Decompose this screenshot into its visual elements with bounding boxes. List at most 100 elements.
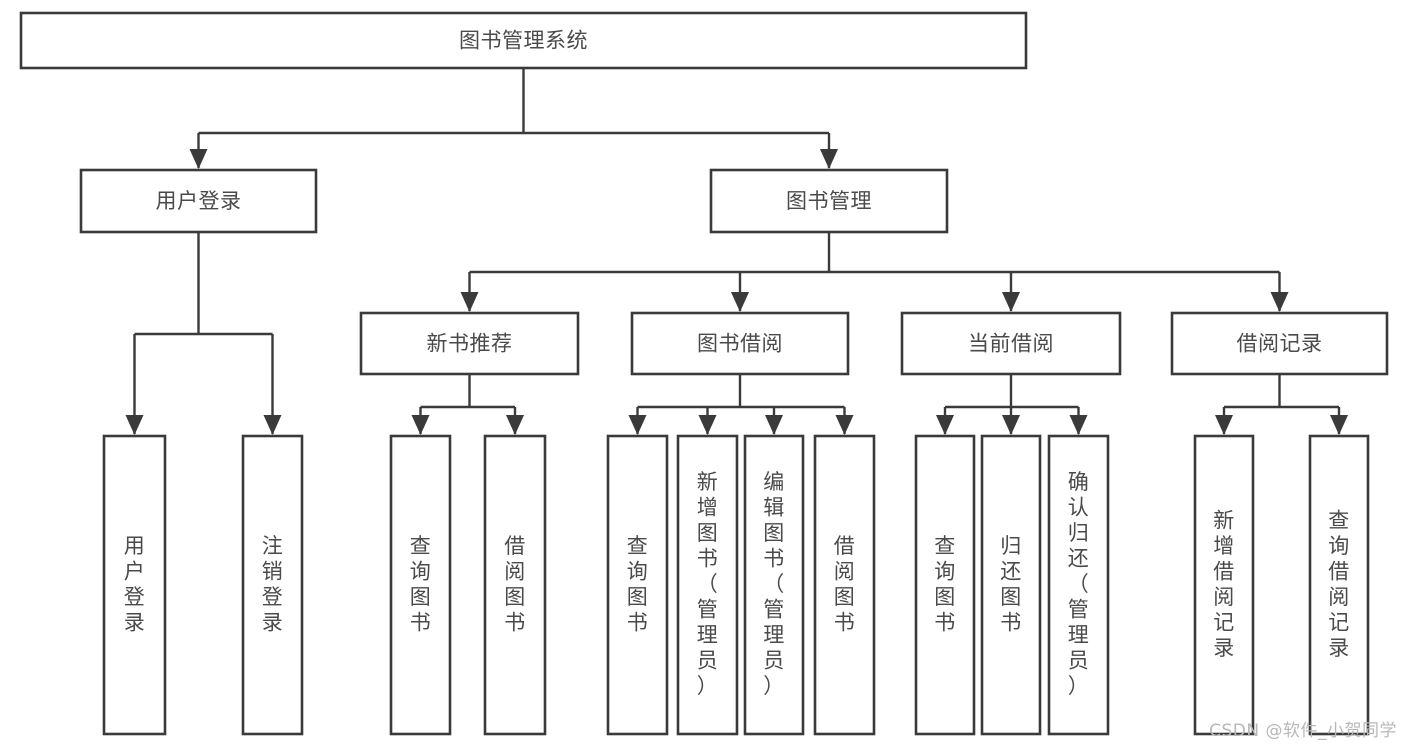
node-rect[interactable] [1308,434,1370,736]
arrow-head-icon [263,415,282,435]
node-new-book-rec[interactable]: 新书推荐 [359,311,580,376]
node-label: 用户登录 [156,189,242,213]
node-label-char: ） [763,674,785,698]
arrow-head-icon [1270,292,1289,312]
node-label-char: 理 [697,623,719,647]
node-label-char: 归 [1000,534,1022,558]
node-label-char: 图 [834,585,856,609]
node-rect[interactable] [743,434,805,736]
arrow-head-icon [506,415,524,435]
node-label-char: 理 [763,623,785,647]
node-root-system[interactable]: 图书管理系统 [19,11,1028,70]
node-label-char: ） [697,674,719,698]
node-label-char: 书 [504,610,526,634]
arrow-head-icon [936,415,954,435]
node-label-char: 登 [262,585,284,609]
node-label-char: 书 [627,610,649,634]
arrow-head-icon [1002,415,1020,435]
node-label-char: 管 [1068,598,1090,622]
node-rect[interactable] [483,434,547,736]
node-rect[interactable] [900,311,1122,376]
node-book-manage[interactable]: 图书管理 [709,168,949,234]
node-rect[interactable] [241,434,304,736]
arrow-head-icon [460,292,479,312]
node-label-char: 图 [504,585,526,609]
node-rect[interactable] [1047,434,1110,736]
node-label-char: 询 [1328,534,1350,558]
node-label-char: 增 [697,496,719,520]
node-user-login[interactable]: 用户登录 [79,168,318,234]
node-rect[interactable] [980,434,1042,736]
node-label-char: （ [763,572,785,596]
node-label-char: 增 [1213,534,1235,558]
node-label-char: 登 [124,585,146,609]
node-label-char: 图 [934,585,956,609]
node-label-char: 阅 [834,559,856,583]
node-label-char: 借 [1213,559,1235,583]
node-label-char: 查 [410,534,432,558]
arrow-head-icon [698,415,717,435]
node-rect[interactable] [1193,434,1255,736]
node-label-char: 书 [1000,610,1022,634]
node-label-char: 销 [262,559,284,583]
node-label: 借阅记录 [1237,332,1323,356]
node-label: 图书管理 [786,189,872,213]
node-rect[interactable] [676,434,739,736]
arrow-head-icon [765,415,783,435]
node-label-char: 员 [697,649,719,673]
node-label-char: 阅 [1328,585,1350,609]
node-label-char: 图 [1000,585,1022,609]
node-label-char: 图 [410,585,432,609]
node-rect[interactable] [630,311,850,376]
node-rect[interactable] [813,434,876,736]
node-borrow-record[interactable]: 借阅记录 [1170,311,1389,376]
node-label-char: 图 [697,521,719,545]
node-label: 图书借阅 [697,332,783,356]
node-label-char: 录 [1328,636,1350,660]
node-rect[interactable] [102,434,167,736]
node-label-char: 询 [627,559,649,583]
node-rect[interactable] [359,311,580,376]
node-label: 新书推荐 [427,332,513,356]
node-rect[interactable] [914,434,976,736]
node-rect[interactable] [389,434,452,736]
node-label-char: 用 [124,534,146,558]
node-rect[interactable] [19,11,1028,70]
node-label-char: 新 [697,470,719,494]
node-label-char: 编 [763,470,785,494]
node-label-char: （ [1068,572,1090,596]
node-label-char: 查 [934,534,956,558]
node-rect[interactable] [606,434,669,736]
node-label-char: 确 [1068,470,1090,494]
node-rect[interactable] [709,168,949,234]
node-label-char: 询 [410,559,432,583]
node-label: 当前借阅 [968,332,1054,356]
node-leaf-user-login[interactable]: 用户登录 [102,434,167,736]
node-label-char: 书 [934,610,956,634]
node-label-char: 还 [1000,559,1022,583]
node-label-char: 书 [763,547,785,571]
arrow-head-icon [1330,415,1348,435]
node-book-borrow[interactable]: 图书借阅 [630,311,850,376]
node-label-char: ） [1068,674,1090,698]
node-label-char: 员 [1068,649,1090,673]
node-label-char: 员 [763,649,785,673]
node-label-char: 询 [934,559,956,583]
node-current-borrow[interactable]: 当前借阅 [900,311,1122,376]
node-label-char: 户 [124,559,146,583]
node-rect[interactable] [79,168,318,234]
node-rect[interactable] [1170,311,1389,376]
